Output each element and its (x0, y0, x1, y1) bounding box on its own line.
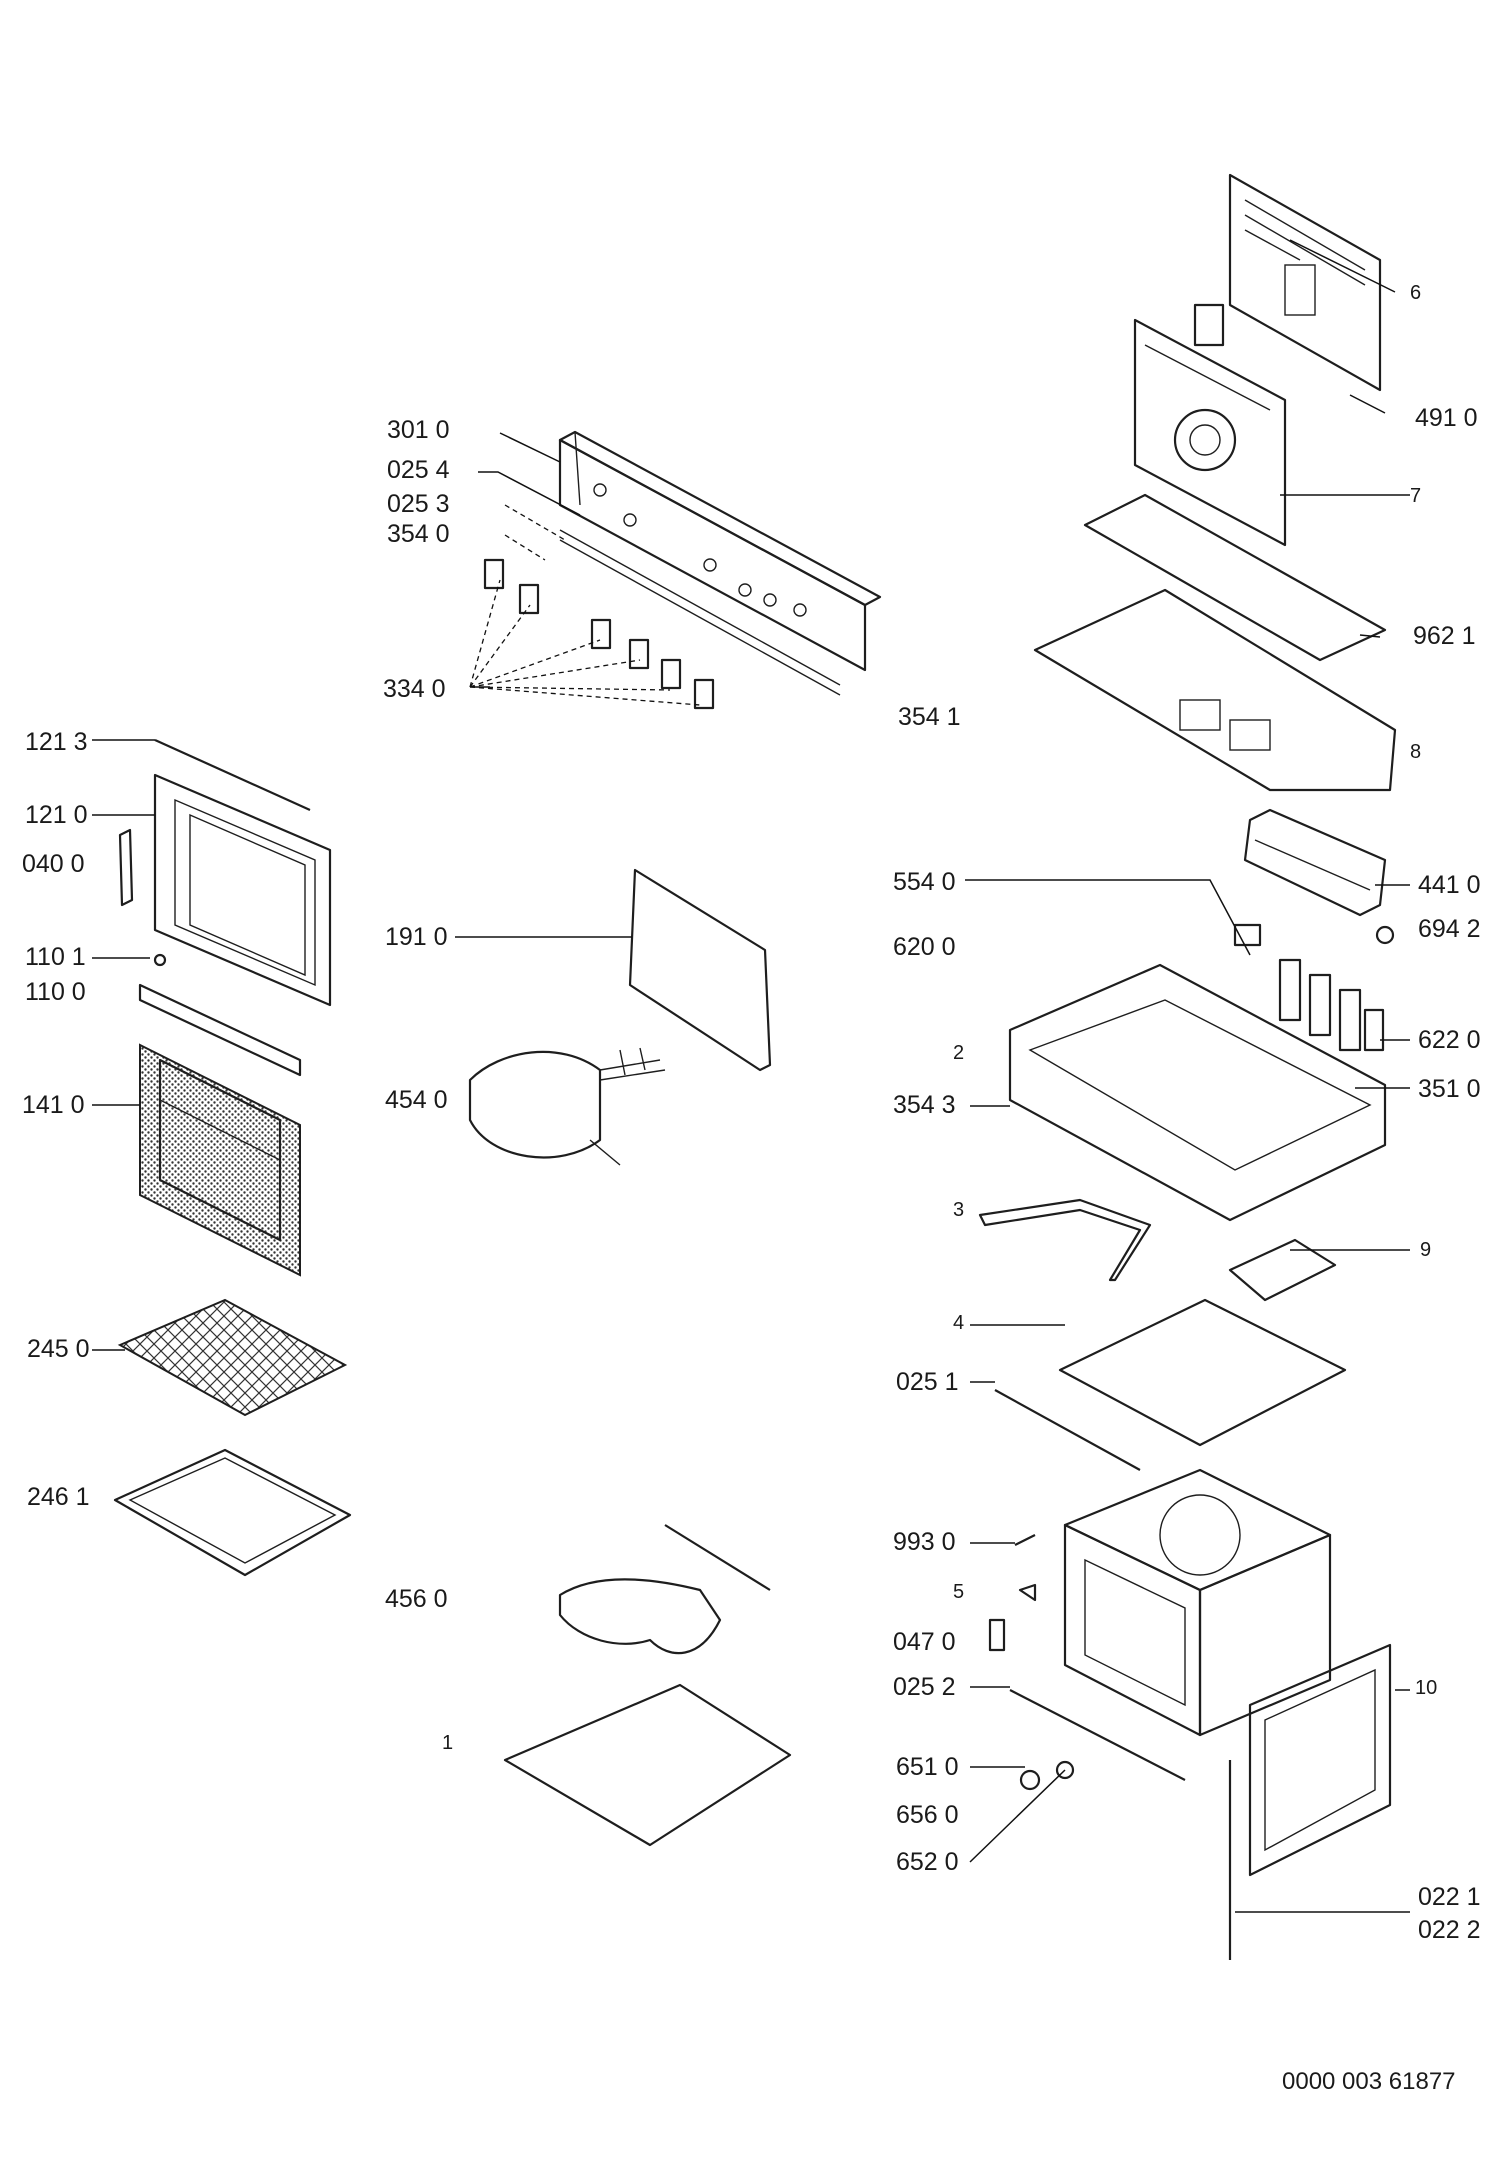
glass-panel (628, 868, 772, 1072)
label-2: 2 (953, 1042, 965, 1064)
label-4: 4 (953, 1312, 965, 1334)
top-cover (1033, 588, 1397, 792)
label-354-1: 354 1 (898, 703, 961, 731)
side-panel (1228, 1643, 1392, 1960)
oven-cavity (1063, 1468, 1332, 1737)
control-housing (1008, 923, 1387, 1222)
label-022-2: 022 2 (1418, 1916, 1481, 1944)
label-651-0: 651 0 (896, 1753, 959, 1781)
label-191-0: 191 0 (385, 923, 448, 951)
part-047-0 (988, 1618, 1006, 1652)
label-694-2: 694 2 (1418, 915, 1481, 943)
label-121-3: 121 3 (25, 728, 88, 756)
label-993-0: 993 0 (893, 1528, 956, 1556)
door-frame (153, 738, 332, 1007)
label-1: 1 (442, 1732, 454, 1754)
label-3: 3 (953, 1199, 965, 1221)
fan-assembly (1133, 303, 1287, 547)
hinge-part (153, 953, 167, 967)
label-334-0: 334 0 (383, 675, 446, 703)
label-025-3: 025 3 (387, 490, 450, 518)
label-656-0: 656 0 (896, 1801, 959, 1829)
label-141-0: 141 0 (22, 1091, 85, 1119)
strip-025-2 (1009, 1689, 1186, 1781)
strip-025-1 (994, 1389, 1141, 1471)
label-047-0: 047 0 (893, 1628, 956, 1656)
label-301-0: 301 0 (387, 416, 450, 444)
label-246-1: 246 1 (27, 1483, 90, 1511)
wire-shelf (117, 1298, 348, 1417)
label-554-0: 554 0 (893, 868, 956, 896)
cooling-fan (1243, 808, 1387, 917)
label-652-0: 652 0 (896, 1848, 959, 1876)
label-354-0: 354 0 (387, 520, 450, 548)
label-022-1: 022 1 (1418, 1883, 1481, 1911)
cover-plate (1228, 1238, 1337, 1302)
label-10: 10 (1415, 1677, 1438, 1699)
clip-part (1375, 925, 1395, 945)
label-6: 6 (1410, 282, 1422, 304)
label-454-0: 454 0 (385, 1086, 448, 1114)
insulation-sheet (1083, 493, 1387, 662)
label-354-3: 354 3 (893, 1091, 956, 1119)
label-962-1: 962 1 (1413, 622, 1476, 650)
label-025-2: 025 2 (893, 1673, 956, 1701)
label-121-0: 121 0 (25, 801, 88, 829)
label-351-0: 351 0 (1418, 1075, 1481, 1103)
label-622-0: 622 0 (1418, 1026, 1481, 1054)
base-plate (1058, 1298, 1347, 1447)
baking-tray (113, 1448, 352, 1577)
label-441-0: 441 0 (1418, 871, 1481, 899)
label-040-0: 040 0 (22, 850, 85, 878)
support-bracket (978, 1198, 1152, 1282)
label-8: 8 (1410, 741, 1422, 763)
control-panel (558, 430, 882, 696)
label-110-0: 110 0 (25, 978, 86, 1006)
bottom-plate (503, 1683, 792, 1847)
lamp-socket (1055, 1760, 1075, 1780)
door-rail (138, 983, 302, 1077)
label-456-0: 456 0 (385, 1585, 448, 1613)
bottom-element (558, 1524, 771, 1655)
label-245-0: 245 0 (27, 1335, 90, 1363)
label-025-1: 025 1 (896, 1368, 959, 1396)
label-620-0: 620 0 (893, 933, 956, 961)
door-handle (118, 828, 134, 907)
leader-lines (92, 239, 1410, 1913)
inner-door-glass (139, 1043, 301, 1277)
rear-panel (1228, 173, 1382, 392)
part-5 (1018, 1583, 1037, 1602)
grill-element (468, 1047, 666, 1166)
label-491-0: 491 0 (1415, 404, 1478, 432)
switch-knobs (483, 558, 715, 710)
label-025-4: 025 4 (387, 456, 450, 484)
label-9: 9 (1420, 1239, 1432, 1261)
label-7: 7 (1410, 485, 1422, 507)
document-id: 0000 003 61877 (1282, 2068, 1456, 2095)
label-110-1: 110 1 (25, 943, 86, 971)
part-993-0 (1014, 1534, 1036, 1546)
lamp-part (1019, 1769, 1041, 1791)
label-5: 5 (953, 1581, 965, 1603)
